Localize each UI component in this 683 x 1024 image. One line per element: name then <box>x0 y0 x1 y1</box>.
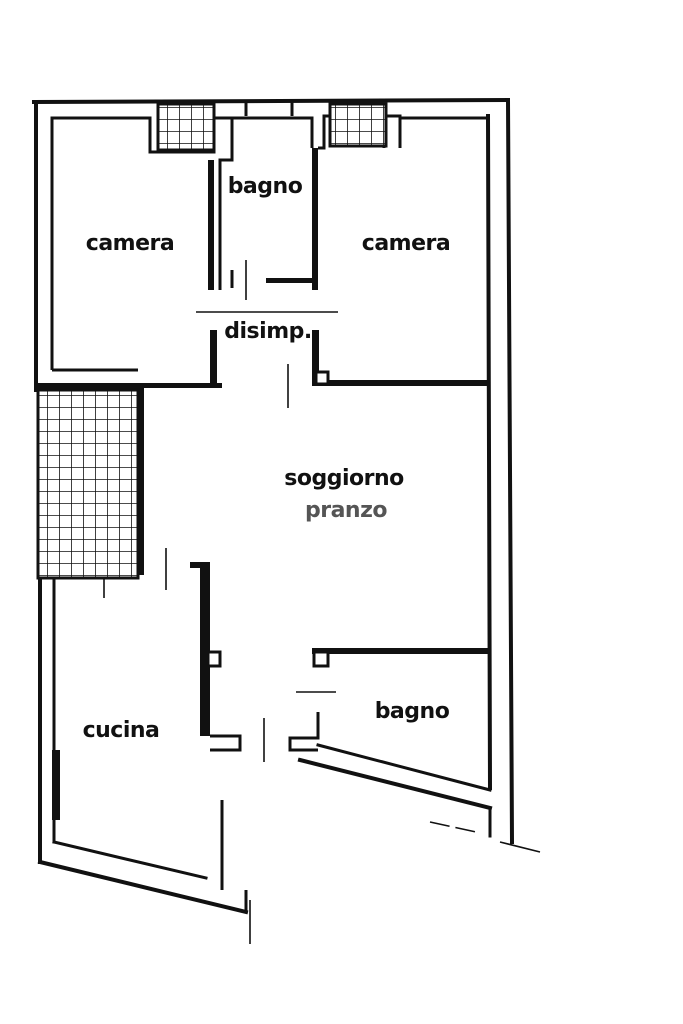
room-labels: camera bagno camera disimp. soggiorno pr… <box>83 174 451 743</box>
label-soggiorno: soggiorno <box>284 466 404 491</box>
tiled-window-right <box>328 102 388 148</box>
label-camera-left: camera <box>86 231 174 256</box>
pillars <box>124 370 330 668</box>
outer-walls <box>31 97 515 915</box>
tiled-balcony <box>36 388 140 580</box>
tiled-window-left <box>156 102 216 152</box>
thick-walls <box>38 148 490 820</box>
label-camera-right: camera <box>362 231 450 256</box>
label-bagno-top: bagno <box>228 174 303 199</box>
label-disimpegno: disimp. <box>224 319 311 344</box>
label-pranzo: pranzo <box>305 498 387 523</box>
label-cucina: cucina <box>83 718 160 743</box>
inner-walls <box>50 102 488 912</box>
door-marks <box>103 260 541 944</box>
label-bagno-bottom: bagno <box>375 699 450 724</box>
tiled-areas <box>36 102 388 580</box>
